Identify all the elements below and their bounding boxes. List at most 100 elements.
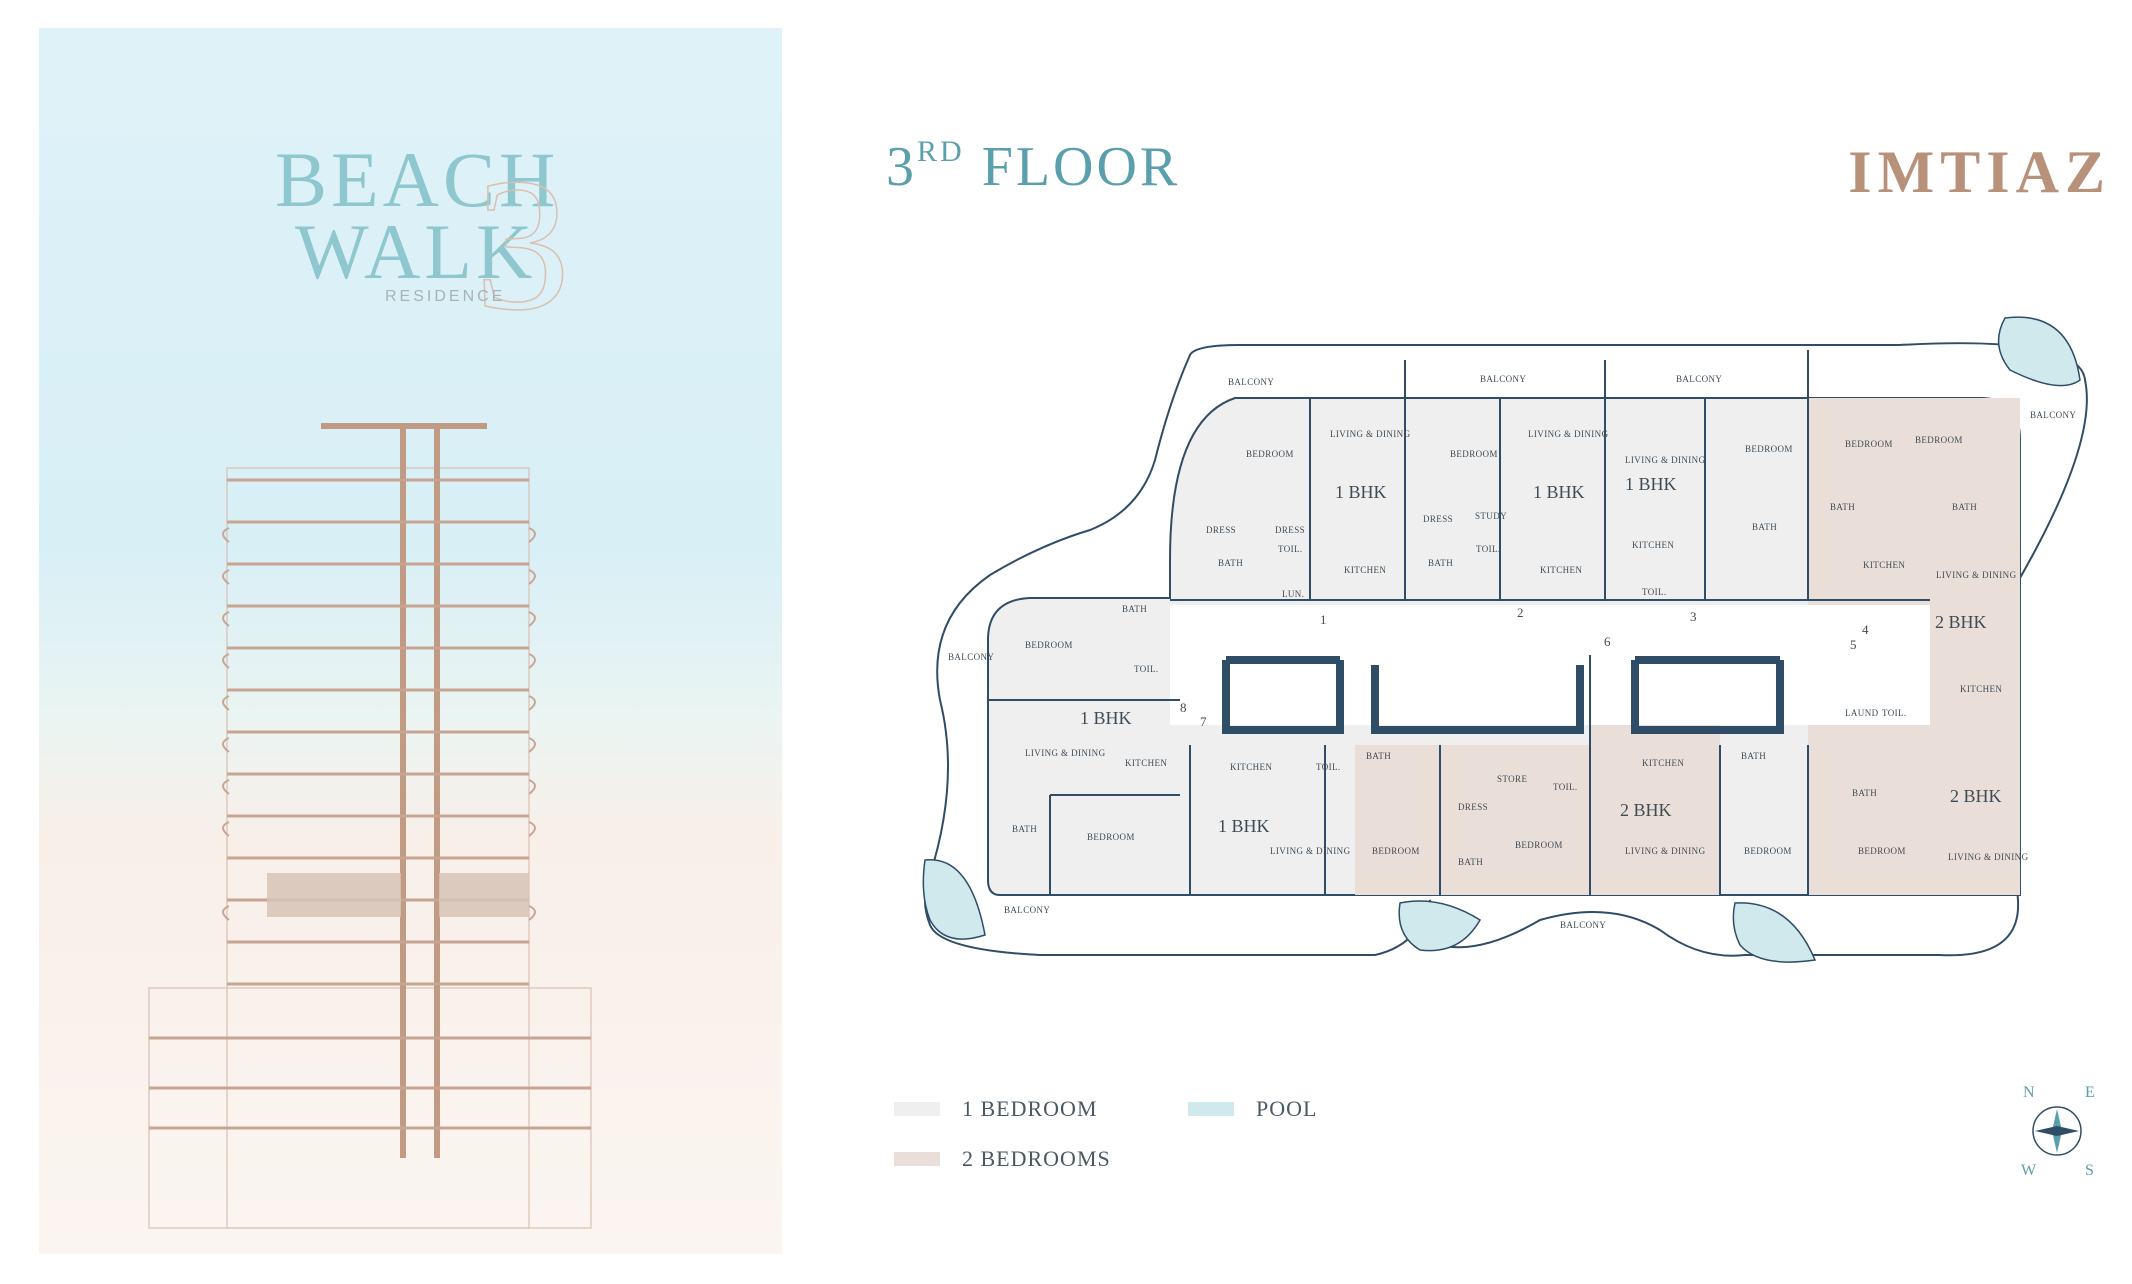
room-balcony-3: BALCONY	[1676, 374, 1722, 384]
room-laund: LAUND	[1845, 708, 1879, 718]
room-bedroom-2: BEDROOM	[1450, 449, 1498, 459]
door-number-2: 2	[1517, 605, 1524, 620]
room-kitchen-5: KITCHEN	[1960, 684, 2002, 694]
highlight-floor-left	[267, 873, 401, 917]
unit-label-8: 2 BHK	[1950, 786, 2002, 806]
room-living-2: LIVING & DINING	[1528, 429, 1609, 439]
room-toil-4: TOIL.	[1134, 664, 1159, 674]
pool-bottom-mid	[1398, 900, 1482, 952]
door-number-5: 5	[1850, 637, 1857, 652]
room-toil-7: TOIL.	[1882, 708, 1907, 718]
room-balcony-1: BALCONY	[1228, 377, 1274, 387]
room-living-7: LIVING & DINING	[1625, 846, 1706, 856]
room-kitchen-3: KITCHEN	[1632, 540, 1674, 550]
door-number-7: 7	[1200, 714, 1207, 729]
room-bedroom-6: BEDROOM	[1025, 640, 1073, 650]
room-living-4: LIVING & DINING	[1936, 570, 2017, 580]
unit-label-5: 1 BHK	[1080, 708, 1132, 728]
room-bath-11: BATH	[1852, 788, 1877, 798]
room-dress-1: DRESS	[1206, 525, 1236, 535]
room-kitchen-8: KITCHEN	[1642, 758, 1684, 768]
room-dress-3: DRESS	[1423, 514, 1453, 524]
corridor	[1170, 605, 1930, 725]
room-bath-8: BATH	[1366, 751, 1391, 761]
pool-top-right	[1997, 316, 2081, 387]
room-toil-6: TOIL.	[1553, 782, 1578, 792]
room-kitchen-4: KITCHEN	[1863, 560, 1905, 570]
room-kitchen-6: KITCHEN	[1125, 758, 1167, 768]
room-bedroom-3: BEDROOM	[1745, 444, 1793, 454]
room-bedroom-9: BEDROOM	[1515, 840, 1563, 850]
logo-number: 3	[475, 140, 570, 350]
legend-label-1-bedroom: 1 BEDROOM	[962, 1096, 1098, 1121]
room-bedroom-10: BEDROOM	[1744, 846, 1792, 856]
legend-item-2-bedrooms: 2 BEDROOMS	[894, 1146, 1111, 1172]
room-living-8: LIVING & DINING	[1948, 852, 2029, 862]
compass-n: N	[2023, 1084, 2035, 1101]
room-toil-2: TOIL.	[1476, 544, 1501, 554]
room-bedroom-8: BEDROOM	[1372, 846, 1420, 856]
door-number-8: 8	[1180, 700, 1187, 715]
core-left	[1222, 660, 1344, 734]
room-toil-5: TOIL.	[1316, 762, 1341, 772]
compass-e: E	[2085, 1084, 2095, 1101]
legend-swatch-2-bedrooms	[894, 1152, 940, 1166]
unit-label-7: 2 BHK	[1620, 800, 1672, 820]
highlight-floor-right	[439, 873, 529, 917]
building-elevation-panel: BEACH WALK 3 RESIDENCE	[39, 28, 782, 1254]
brand-logo: IMTIAZ	[1848, 139, 2111, 205]
compass-icon: N E S W	[2021, 1084, 2095, 1179]
floor-title: 3RD FLOOR	[886, 135, 1180, 199]
room-balcony-7: BALCONY	[1560, 920, 1606, 930]
room-dress-2: DRESS	[1275, 525, 1305, 535]
pool-bottom-right	[1732, 902, 1817, 963]
legend-item-1-bedroom: 1 BEDROOM	[894, 1096, 1098, 1122]
elevation-drawing: BEACH WALK 3 RESIDENCE	[148, 136, 592, 1229]
room-lun: LUN.	[1282, 589, 1304, 599]
room-kitchen-2: KITCHEN	[1540, 565, 1582, 575]
room-study: STUDY	[1475, 511, 1507, 521]
logo-line2: WALK	[295, 208, 536, 295]
room-bath-9: BATH	[1458, 857, 1483, 867]
room-living-6: LIVING & DINING	[1270, 846, 1351, 856]
compass-s: S	[2085, 1162, 2094, 1179]
door-number-6: 6	[1604, 634, 1611, 649]
room-toil-3: TOIL.	[1642, 587, 1667, 597]
room-bath-1: BATH	[1218, 558, 1243, 568]
room-bedroom-1: BEDROOM	[1246, 449, 1294, 459]
room-bath-7: BATH	[1012, 824, 1037, 834]
room-kitchen-7: KITCHEN	[1230, 762, 1272, 772]
room-balcony-6: BALCONY	[1004, 905, 1050, 915]
legend-swatch-pool	[1188, 1102, 1234, 1116]
room-living-5: LIVING & DINING	[1025, 748, 1106, 758]
zone-2bhk-mid	[1355, 745, 1720, 895]
pool-bottom-left	[922, 859, 986, 940]
room-bedroom-5: BEDROOM	[1915, 435, 1963, 445]
unit-label-1: 1 BHK	[1335, 482, 1387, 502]
door-number-3: 3	[1690, 609, 1697, 624]
room-bath-10: BATH	[1741, 751, 1766, 761]
room-living-3: LIVING & DINING	[1625, 455, 1706, 465]
room-bath-3: BATH	[1752, 522, 1777, 532]
core-right	[1631, 660, 1784, 734]
logo-sub: RESIDENCE	[385, 288, 505, 305]
unit-label-4: 2 BHK	[1935, 612, 1987, 632]
core-mid	[1371, 665, 1584, 734]
unit-label-6: 1 BHK	[1218, 816, 1270, 836]
door-number-1: 1	[1320, 612, 1327, 627]
logo-line1: BEACH	[275, 136, 559, 223]
room-bedroom-11: BEDROOM	[1858, 846, 1906, 856]
legend-label-2-bedrooms: 2 BEDROOMS	[962, 1146, 1111, 1171]
unit-label-2: 1 BHK	[1533, 482, 1585, 502]
room-bath-4: BATH	[1830, 502, 1855, 512]
room-dress-4: DRESS	[1458, 802, 1488, 812]
room-balcony-2: BALCONY	[1480, 374, 1526, 384]
room-bath-2: BATH	[1428, 558, 1453, 568]
legend-label-pool: POOL	[1256, 1096, 1318, 1121]
room-bath-6: BATH	[1122, 604, 1147, 614]
unit-label-3: 1 BHK	[1625, 474, 1677, 494]
floor-number: 3	[886, 136, 917, 198]
room-balcony-5: BALCONY	[948, 652, 994, 662]
room-toil-1: TOIL.	[1278, 544, 1303, 554]
